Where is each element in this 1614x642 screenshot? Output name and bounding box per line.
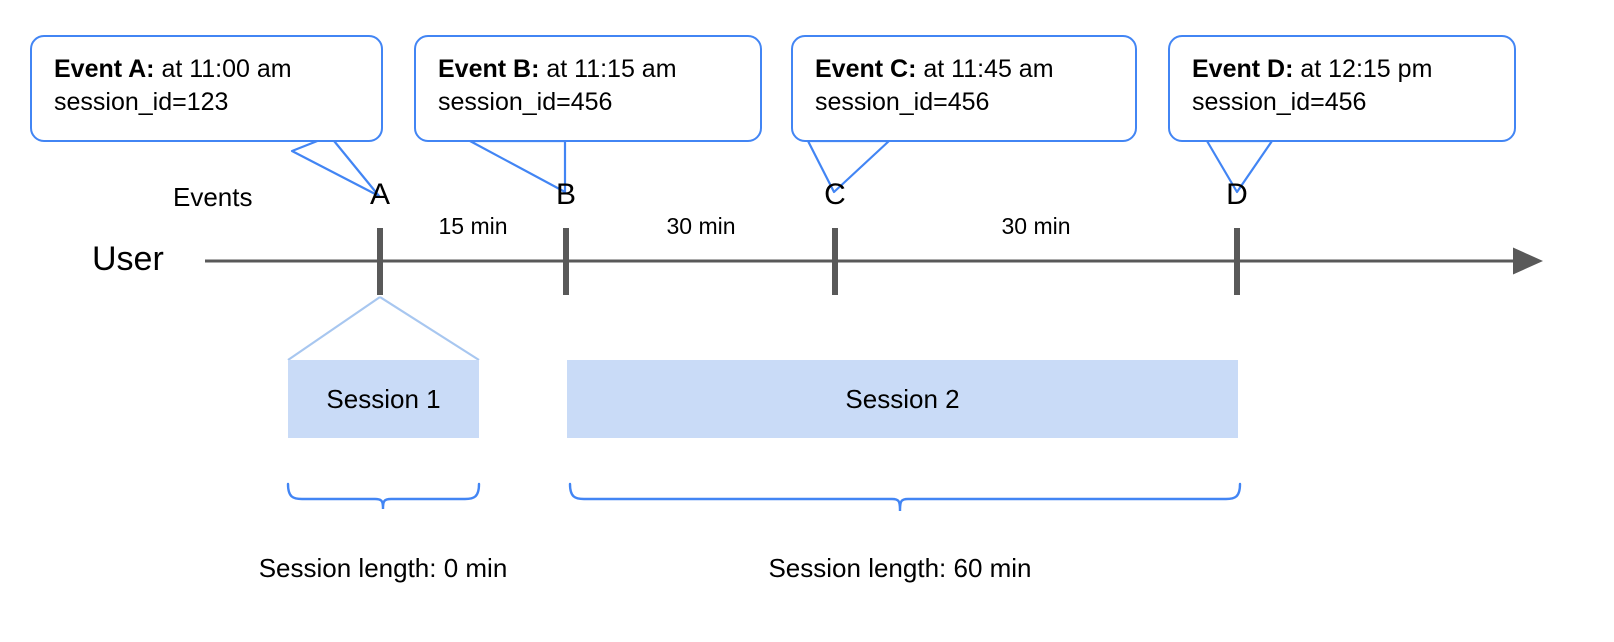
gap-label-b-c: 30 min [666,213,736,239]
session1-funnel [287,296,480,361]
callout-d-event-name: Event D: [1192,55,1294,83]
callout-c-event-name: Event C: [815,55,917,83]
user-row-label: User [92,240,164,278]
callout-a-session-id: session_id=123 [54,88,229,116]
callout-a-event-name: Event A: [54,55,155,83]
callout-c-session-id: session_id=456 [815,88,990,116]
callout-b-event-time: at 11:15 am [546,55,677,83]
session2-brace [568,482,1242,512]
events-row-label: Events [173,182,253,212]
session-bar-1-label: Session 1 [326,383,441,414]
gap-label-c-d: 30 min [1001,213,1071,239]
callout-event-c[interactable]: Event C: at 11:45 am session_id=456 [791,35,1137,142]
session-bar-2[interactable]: Session 2 [567,360,1238,438]
session-1-length-label: Session length: 0 min [258,553,508,583]
event-letter-b: B [555,178,576,211]
session1-brace [286,482,481,510]
event-letter-a: A [369,178,390,211]
session-2-length-label: Session length: 60 min [768,553,1032,583]
callout-c-line1: Event C: at 11:45 am [815,53,1117,86]
callout-a-event-time: at 11:00 am [161,55,292,83]
callout-d-event-time: at 12:15 pm [1300,55,1433,83]
event-letter-d: D [1226,178,1248,211]
callout-d-session-id: session_id=456 [1192,88,1367,116]
callout-a-line1: Event A: at 11:00 am [54,53,363,86]
callout-event-d[interactable]: Event D: at 12:15 pm session_id=456 [1168,35,1516,142]
callout-b-event-name: Event B: [438,55,540,83]
callout-event-a[interactable]: Event A: at 11:00 am session_id=123 [30,35,383,142]
callout-b-line1: Event B: at 11:15 am [438,53,742,86]
event-letter-c: C [824,178,846,211]
session-bar-2-label: Session 2 [845,383,960,414]
callout-d-line1: Event D: at 12:15 pm [1192,53,1496,86]
callout-b-session-id: session_id=456 [438,88,613,116]
callout-event-b[interactable]: Event B: at 11:15 am session_id=456 [414,35,762,142]
gap-label-a-b: 15 min [438,213,508,239]
callout-c-event-time: at 11:45 am [923,55,1054,83]
session-bar-1[interactable]: Session 1 [288,360,479,438]
